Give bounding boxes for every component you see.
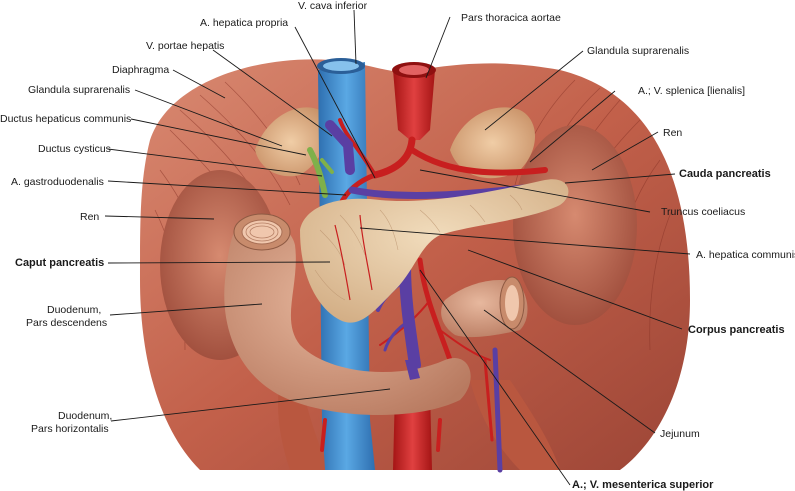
label-duodenum-desc-2: Pars descendens <box>26 317 108 329</box>
label-duodenum-horiz-2: Pars horizontalis <box>31 423 109 435</box>
psoas-left <box>278 380 330 470</box>
kidney-left <box>513 125 637 325</box>
aorta <box>393 70 435 140</box>
label-pars-thoracica-aortae: Pars thoracica aortae <box>461 12 561 24</box>
duodenum-rings <box>245 222 279 242</box>
label-ren-left: Ren <box>663 127 683 139</box>
adrenal-left <box>450 107 535 179</box>
label-ductus-cysticus: Ductus cysticus <box>38 143 111 155</box>
label-a-hepatica-communis: A. hepatica communis <box>696 249 795 261</box>
label-glandula-suprarenalis-left: Glandula suprarenalis <box>587 45 690 57</box>
label-diaphragma: Diaphragma <box>112 64 170 76</box>
psoas-right <box>470 380 560 470</box>
sma-smv <box>405 360 420 380</box>
label-duodenum-horiz-1: Duodenum, <box>58 410 113 422</box>
label-ren-right: Ren <box>80 211 100 223</box>
label-v-portae-hepatis: V. portae hepatis <box>146 40 225 52</box>
pancreas-texture <box>314 194 523 301</box>
label-caput-pancreatis: Caput pancreatis <box>15 257 105 269</box>
label-truncus-coeliacus: Truncus coeliacus <box>661 206 746 218</box>
label-v-cava-inferior: V. cava inferior <box>298 0 368 12</box>
pancreas <box>300 179 569 323</box>
pancreatic-arteries <box>334 214 373 301</box>
label-duodenum-desc-1: Duodenum, <box>47 304 102 316</box>
label-glandula-suprarenalis-right: Glandula suprarenalis <box>28 84 131 96</box>
label-cauda-pancreatis: Cauda pancreatis <box>679 168 771 180</box>
label-ductus-hepaticus-communis: Ductus hepaticus communis <box>0 113 132 125</box>
duodenum <box>224 221 471 415</box>
label-corpus-pancreatis: Corpus pancreatis <box>688 324 785 336</box>
label-jejunum: Jejunum <box>660 428 700 440</box>
label-a-v-splenica: A.; V. splenica [lienalis] <box>638 85 746 97</box>
label-a-v-mesenterica-superior: A.; V. mesenterica superior <box>572 479 714 491</box>
bile-ducts <box>307 147 334 198</box>
label-a-hepatica-propria: A. hepatica propria <box>200 17 289 29</box>
adrenal-right <box>255 107 328 177</box>
leader-lines <box>104 9 691 486</box>
label-a-gastroduodenalis: A. gastroduodenalis <box>11 176 104 188</box>
